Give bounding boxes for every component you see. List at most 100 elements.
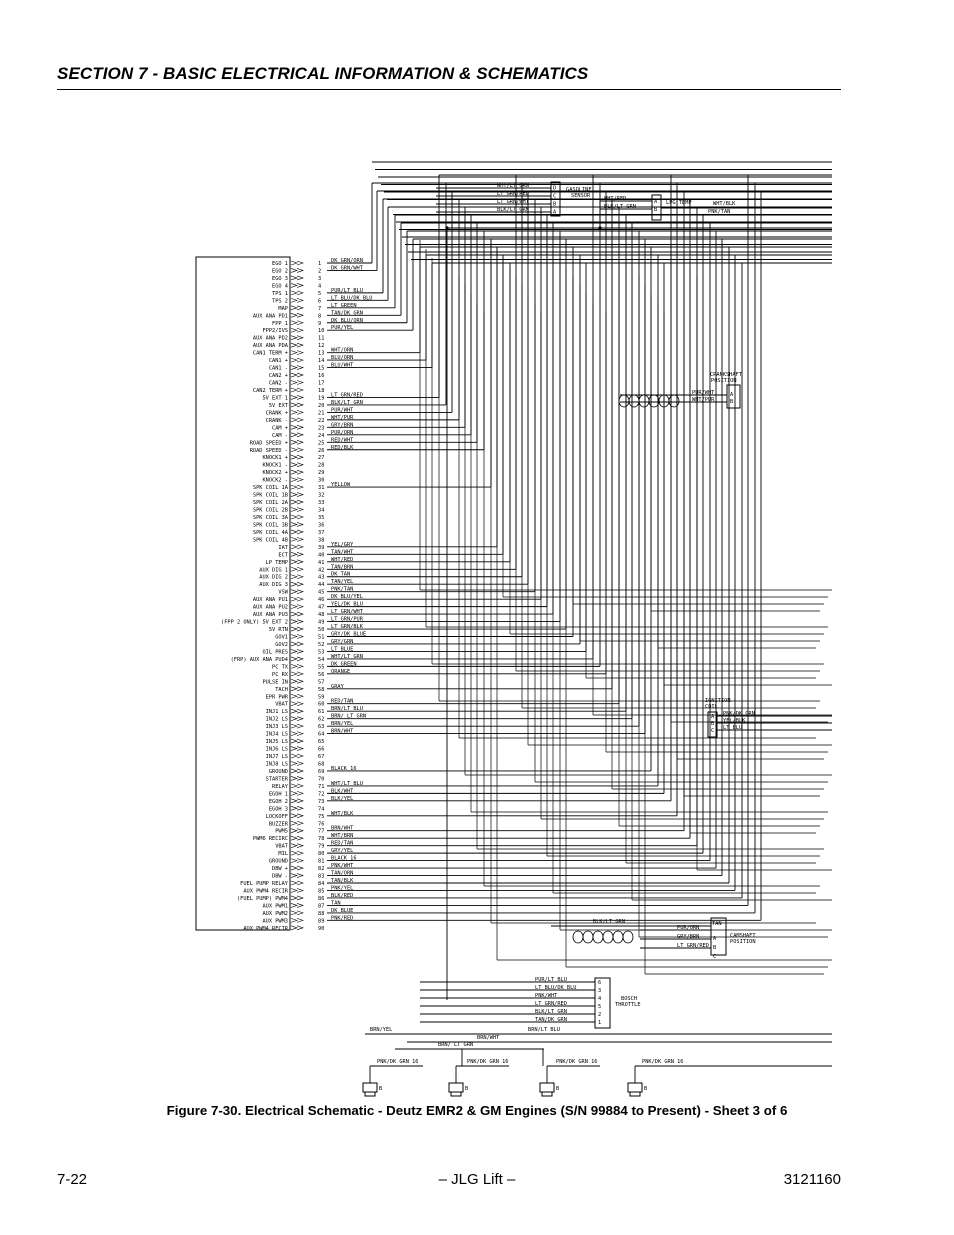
pin-number: 63 (318, 724, 324, 730)
connector-pin: D (553, 186, 556, 192)
pin-number: 70 (318, 776, 324, 782)
ecm-pin-label: EGO 2 (272, 268, 288, 274)
wire-label: YEL/GRY (331, 542, 354, 548)
ecm-pin-label: (FPP 2 ONLY) 5V EXT 2 (221, 620, 288, 626)
wire-label: RED/WHT (331, 437, 354, 443)
pin-number: 21 (318, 410, 324, 416)
ecm-pin-label: INJ1 LS (266, 709, 288, 715)
injector-body (364, 1091, 376, 1097)
wire-label: WHT/BLK (713, 201, 736, 207)
wire-label: BLK/YEL (331, 796, 353, 802)
wire-label: YEL/DK BLU (331, 602, 363, 608)
wire-label: DK TAN (331, 572, 350, 578)
pin-number: 56 (318, 672, 324, 678)
wire-label: TAN/DK GRN (331, 310, 363, 316)
connector-pin: A (730, 392, 734, 398)
twisted-pair-loop (648, 394, 660, 408)
wire-label: TAN/BRN (331, 564, 353, 570)
wire-label: LT GRN/WHT (497, 199, 530, 205)
ecm-pin-label: LOCKOFF (266, 814, 288, 820)
ecm-pin-label: PULSE IN (262, 679, 288, 685)
pin-chevron (290, 574, 304, 580)
pin-number: 2 (318, 268, 321, 274)
pin-number: 79 (318, 844, 324, 850)
pin-number: 17 (318, 381, 324, 387)
wire-label: WHT/BRN (331, 833, 353, 839)
ecm-pin-label: FPP2/IVS (262, 328, 288, 334)
wire-label: PNK/TAN (708, 209, 730, 215)
pin-number: 28 (318, 463, 324, 469)
pin-chevron (290, 410, 304, 415)
ecm-pin-label: PC RX (272, 672, 289, 678)
pin-chevron (290, 529, 304, 535)
ecm-pin-label: TPS 2 (272, 298, 288, 304)
ecm-pin-label: IAT (278, 545, 288, 551)
ecm-pin-label: EGOH 3 (269, 806, 288, 812)
pin-number: 18 (318, 388, 324, 394)
pin-number: 51 (318, 635, 324, 641)
pin-chevron (290, 522, 304, 527)
wire-label: WHT/LT GRN (497, 183, 529, 189)
pin-chevron (290, 507, 304, 512)
ecm-pin-label: ROAD SPEED - (250, 448, 288, 454)
junction-dot (598, 226, 602, 230)
wire-label: DK GRN/ORN (331, 258, 363, 264)
wire-label: TAN/WHT (331, 549, 354, 555)
wire-label: TAN/YEL (331, 579, 353, 585)
pin-chevron (290, 387, 304, 393)
pin-chevron (290, 895, 304, 901)
footer-brand: – JLG Lift – (438, 1171, 516, 1188)
ecm-pin-label: AUX DIG 1 (259, 567, 288, 573)
pin-chevron (290, 357, 304, 363)
wire-label: PNK/DK GRN 16 (642, 1059, 683, 1065)
pin-number: 89 (318, 918, 324, 924)
pin-number: 64 (318, 732, 324, 738)
pin-chevron (290, 402, 304, 408)
component-label: THROTTLE (615, 1002, 641, 1008)
document-number: 3121160 (783, 1171, 841, 1188)
connector-pin: B (654, 207, 657, 213)
wire-label: WHT/LT GRN (331, 654, 363, 660)
pin-chevron (290, 439, 304, 445)
ecm-pin-label: MIL (278, 851, 288, 857)
ecm-pin-label: SPK COIL 3B (253, 522, 288, 528)
pin-chevron (290, 679, 304, 684)
ecm-pin-label: (FRP) AUX ANA PUD4 (231, 657, 288, 663)
ecm-pin-label: STARTER (266, 776, 289, 782)
section-title: SECTION 7 - BASIC ELECTRICAL INFORMATION… (57, 64, 589, 83)
pin-chevron (290, 492, 304, 497)
wire-label: LT BLU (723, 725, 742, 731)
connector-pin: B (713, 945, 716, 951)
ecm-pin-label: AUX ANA PD1 (253, 313, 288, 319)
twisted-pair-loop (582, 930, 594, 944)
pin-number: 84 (318, 881, 324, 887)
wire-label: BRN/YEL (331, 721, 353, 727)
pin-chevron (290, 716, 304, 721)
wire-label: PUR/WHT (331, 407, 354, 413)
ecm-pin-label: INJ6 LS (266, 747, 288, 753)
pin-number: 76 (318, 821, 324, 827)
wire-label: PUR/ORN (331, 430, 353, 436)
pin-number: 43 (318, 575, 324, 581)
wire-label: PNK/WHT (331, 863, 354, 869)
wire-label: BLACK 16 (331, 856, 357, 862)
pin-chevron (290, 432, 304, 438)
wire-label: BLU/WHT (331, 363, 354, 369)
pin-chevron (290, 589, 304, 594)
pin-chevron (290, 910, 304, 916)
ecm-pin-label: CAN2 + (269, 373, 288, 379)
ecm-pin-label: OIL PRES (262, 649, 288, 655)
ecm-pin-label: AUX PWM2 (262, 911, 288, 917)
ecm-pin-label: CAM + (272, 425, 288, 431)
pin-number: 42 (318, 567, 324, 573)
wire-label: PNK/DK GRN 16 (556, 1059, 597, 1065)
pin-chevron (290, 865, 304, 871)
pin-number: 10 (318, 328, 324, 334)
pin-number: 19 (318, 395, 324, 401)
wire-label: WHT/ORN (331, 348, 353, 354)
pin-chevron (290, 559, 304, 565)
connector-pin: C (553, 194, 556, 200)
pin-chevron (290, 514, 304, 520)
pin-number: 60 (318, 702, 324, 708)
wire-label: PNK/WHT (535, 993, 558, 999)
